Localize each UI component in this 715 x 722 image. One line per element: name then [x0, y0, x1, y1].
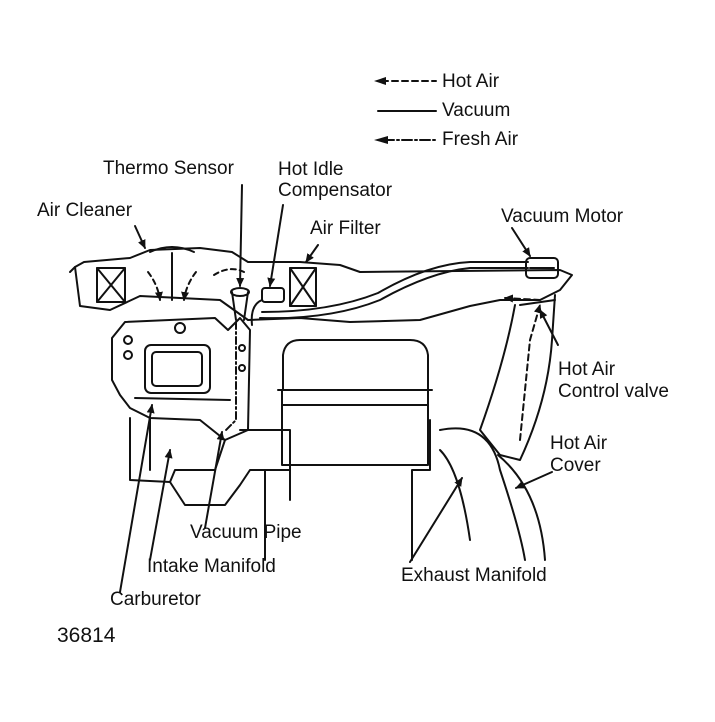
legend-fresh-air-label: Fresh Air: [442, 129, 519, 150]
label-hot-idle-line1: Hot Idle: [278, 159, 344, 180]
label-hot-air-cover-line1: Hot Air: [550, 433, 608, 454]
label-hot-air-cover-line2: Cover: [550, 455, 601, 476]
hot-air-cover: [497, 454, 546, 561]
engine-block: [264, 339, 433, 561]
label-thermo-sensor: Thermo Sensor: [103, 158, 234, 179]
filter-element-left: [96, 267, 126, 303]
label-vacuum-motor: Vacuum Motor: [501, 206, 624, 227]
label-air-filter: Air Filter: [310, 218, 381, 239]
label-hot-idle-line2: Compensator: [278, 180, 393, 201]
leader-lines: [119, 184, 559, 593]
hot-air-duct: [479, 294, 556, 461]
hot-idle-compensator: [250, 287, 285, 326]
legend-vacuum-label: Vacuum: [442, 100, 511, 121]
air-flow-arrows: [147, 268, 245, 301]
legend-fresh-air-line: [374, 136, 437, 144]
label-air-cleaner: Air Cleaner: [37, 200, 133, 221]
thermo-sensor: [230, 287, 250, 321]
vacuum-hose: [223, 261, 529, 433]
label-hot-air-control-line1: Hot Air: [558, 359, 616, 380]
hot-air-duct-flow: [504, 294, 542, 441]
legend-hot-air-label: Hot Air: [442, 71, 500, 92]
label-vacuum-pipe: Vacuum Pipe: [190, 522, 302, 543]
label-intake-manifold: Intake Manifold: [147, 556, 276, 577]
vacuum-motor: [525, 257, 559, 279]
label-hot-air-control-line2: Control valve: [558, 381, 669, 402]
air-cleaner-housing: [69, 246, 573, 323]
label-exhaust-manifold: Exhaust Manifold: [401, 565, 547, 586]
figure-number: 36814: [57, 624, 116, 647]
carburetor-body: [111, 317, 251, 441]
legend-hot-air-line: [374, 77, 437, 85]
label-carburetor: Carburetor: [110, 589, 201, 610]
filter-element-right: [289, 267, 317, 307]
